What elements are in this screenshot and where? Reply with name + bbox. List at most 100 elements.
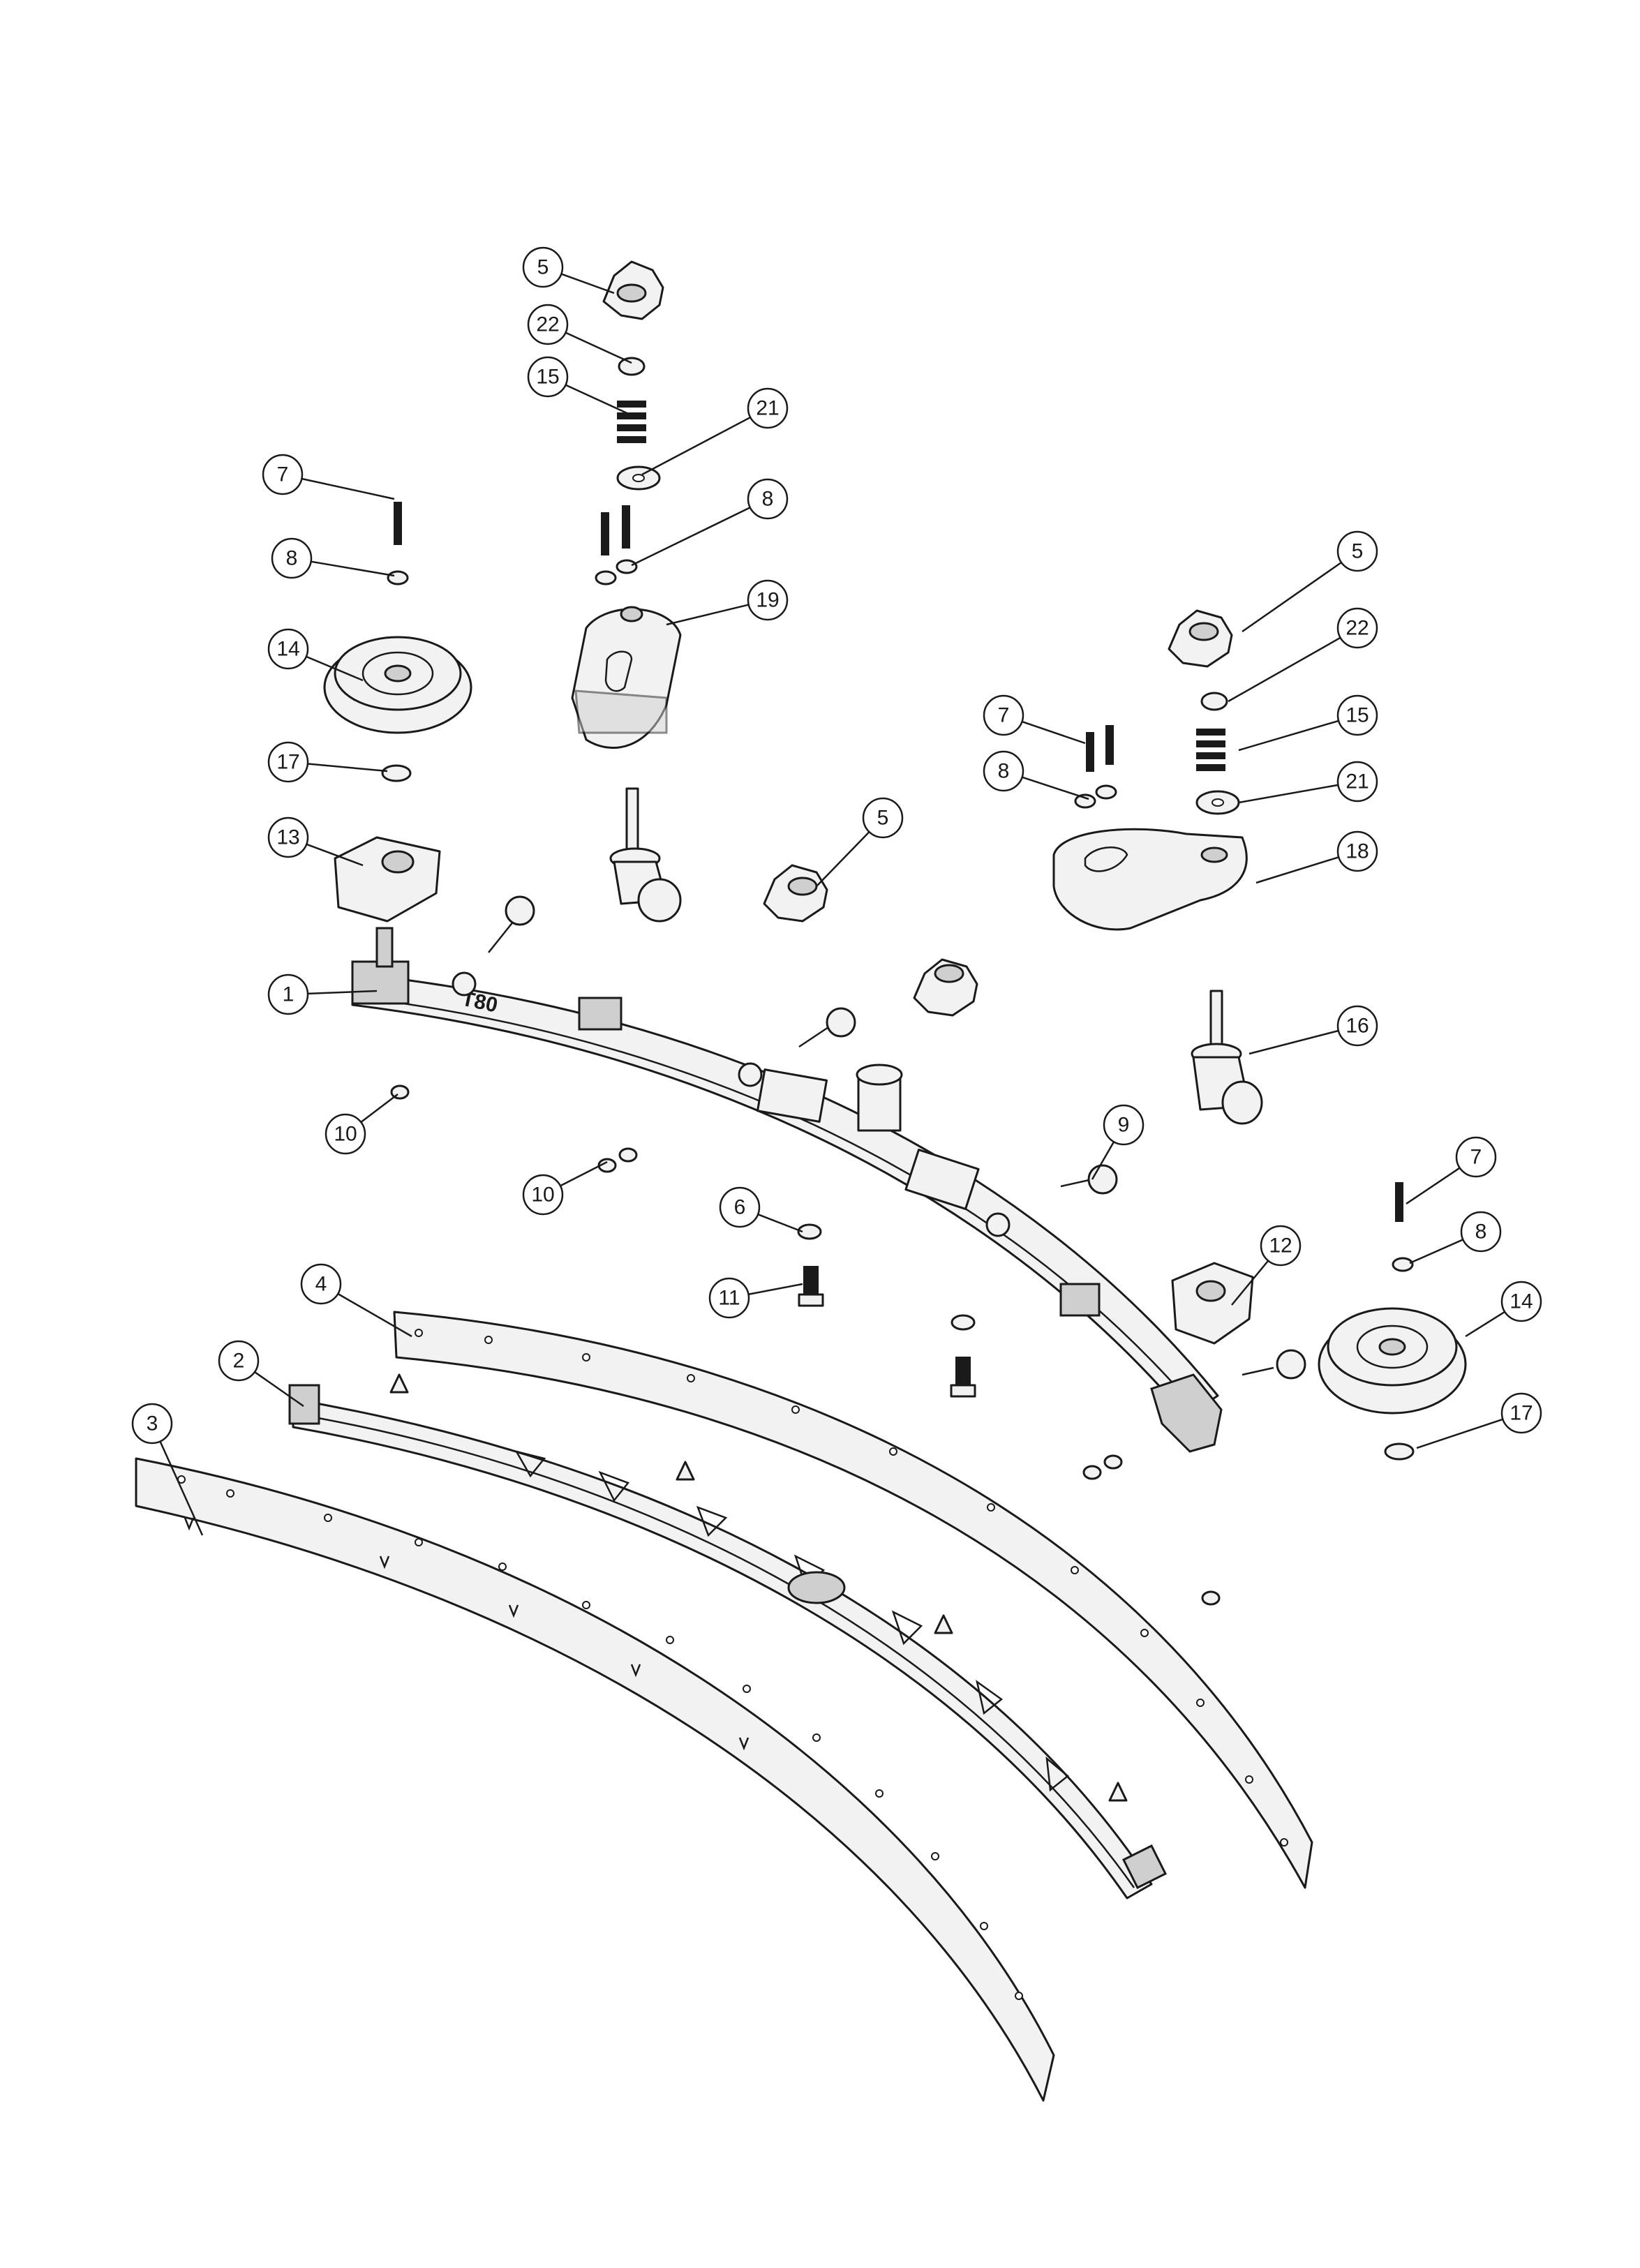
callout-leader-line <box>1416 1418 1503 1449</box>
callout-circle <box>218 1340 260 1382</box>
callout-circle <box>1336 761 1378 803</box>
part-2-blade-holder <box>288 1373 1168 1900</box>
callout-leader-line <box>1465 1311 1505 1338</box>
callout-number: 8 <box>998 760 1010 783</box>
part-18-bracket <box>1052 828 1248 931</box>
callout-circle <box>708 1277 750 1319</box>
callout-leader-line <box>560 1161 608 1187</box>
callout-leader-line <box>1255 856 1339 884</box>
part-15-spring-top <box>617 401 646 443</box>
callout-leader-line <box>1238 784 1339 804</box>
callout-circle <box>1336 1005 1378 1047</box>
callout-leader-line <box>1238 719 1339 752</box>
callout-leader-line <box>560 273 615 294</box>
callout-15: 15 <box>1238 694 1378 752</box>
callout-19: 19 <box>666 579 789 626</box>
part-5-star-knob-top <box>602 260 664 320</box>
part-5-star-knob-right <box>1168 609 1233 668</box>
callout-leader-line <box>565 331 632 364</box>
part-1-squeegee-body: T80 <box>351 927 1223 1453</box>
part-22-nut-top <box>618 357 646 376</box>
callout-leader-line <box>641 416 751 476</box>
callout-17: 17 <box>1416 1392 1542 1449</box>
callout-leader-line <box>1228 636 1341 703</box>
callout-2: 2 <box>218 1340 304 1408</box>
callout-circle <box>1260 1225 1302 1267</box>
part-3-front-blade <box>135 1457 1055 2102</box>
callout-number: 10 <box>334 1123 357 1146</box>
callout-16: 16 <box>1248 1005 1378 1055</box>
part-5-star-knob-loose <box>913 958 978 1017</box>
part-11-bolts <box>798 1266 976 1398</box>
callout-circle <box>1336 830 1378 872</box>
callout-5: 5 <box>1242 530 1378 633</box>
callout-21: 21 <box>1238 761 1378 804</box>
callout-circle <box>522 1174 564 1216</box>
callout-leader-line <box>1409 1239 1463 1264</box>
callout-number: 17 <box>276 751 299 774</box>
callout-8: 8 <box>271 537 395 579</box>
callout-22: 22 <box>1228 607 1378 703</box>
callout-number: 13 <box>276 826 299 849</box>
callout-15: 15 <box>527 356 632 417</box>
callout-number: 15 <box>1345 704 1369 727</box>
callout-number: 5 <box>877 807 889 830</box>
part-6-washers <box>797 1223 976 1331</box>
callout-4: 4 <box>300 1263 412 1338</box>
callout-3: 3 <box>131 1403 204 1536</box>
callout-leader-line <box>1242 561 1342 633</box>
callout-1: 1 <box>267 973 378 1015</box>
callout-leader-line <box>816 831 870 887</box>
callout-leader-line <box>306 843 364 867</box>
callout-7: 7 <box>1406 1136 1497 1205</box>
callout-leader-line <box>666 604 750 626</box>
callout-leader-line <box>360 1094 398 1124</box>
part-19-bracket <box>571 606 682 749</box>
part-21-washer-right <box>1195 790 1240 815</box>
callout-number: 4 <box>315 1273 327 1296</box>
part-5-star-knob-middle <box>763 864 828 923</box>
callout-leader-line <box>307 990 378 995</box>
callout-18: 18 <box>1255 830 1378 884</box>
callout-leader-line <box>311 560 395 577</box>
callout-circle <box>522 246 564 288</box>
callout-7: 7 <box>262 454 395 500</box>
callout-circle <box>262 454 304 495</box>
callout-number: 8 <box>1475 1221 1487 1244</box>
part-14-wheel-left <box>323 636 472 734</box>
callout-leader-line <box>1248 1029 1339 1055</box>
callout-leader-line <box>307 763 388 773</box>
callout-number: 22 <box>1345 617 1369 640</box>
part-16-caster-right <box>1191 990 1263 1125</box>
callout-21: 21 <box>641 387 789 476</box>
callout-circle <box>862 797 904 839</box>
callout-number: 19 <box>756 589 779 612</box>
callout-leader-line <box>254 1371 304 1408</box>
callout-circle <box>131 1403 173 1445</box>
callout-number: 10 <box>531 1184 554 1207</box>
callout-number: 1 <box>283 983 295 1006</box>
callout-leader-line <box>757 1213 803 1233</box>
callout-leader-line <box>306 655 364 682</box>
callout-number: 22 <box>536 313 559 336</box>
callout-circle <box>1103 1104 1145 1146</box>
part-17-washers <box>381 764 1415 1461</box>
callout-circle <box>267 816 309 858</box>
callout-number: 7 <box>277 463 289 486</box>
callout-number: 16 <box>1345 1015 1369 1038</box>
part-9-pins <box>488 895 1306 1380</box>
callout-number: 12 <box>1269 1234 1292 1258</box>
callout-leader-line <box>337 1292 412 1338</box>
callout-11: 11 <box>708 1277 803 1319</box>
callout-circle <box>1455 1136 1497 1178</box>
callout-circle <box>983 750 1024 792</box>
callout-5: 5 <box>816 797 904 887</box>
callout-14: 14 <box>1465 1281 1542 1338</box>
part-7-screws <box>394 502 1403 1222</box>
part-14-wheel-right <box>1318 1307 1467 1415</box>
callout-leader-line <box>159 1441 204 1536</box>
callout-12: 12 <box>1231 1225 1302 1306</box>
callout-number: 9 <box>1118 1114 1130 1137</box>
